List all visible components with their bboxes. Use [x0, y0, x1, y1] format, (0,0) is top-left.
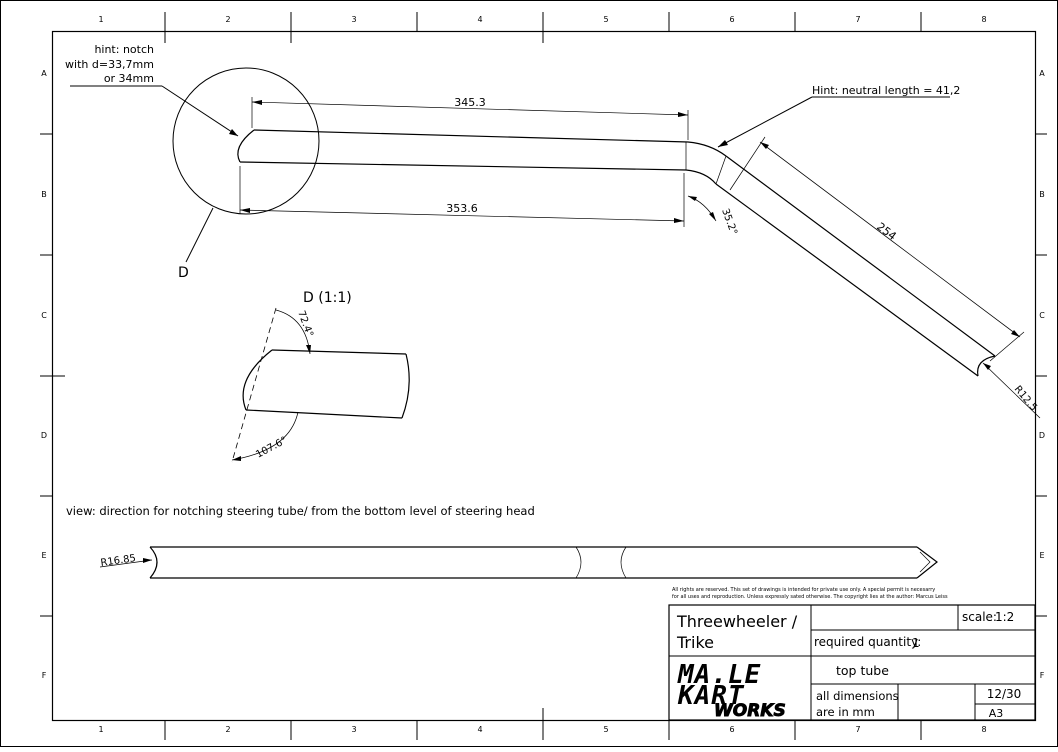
detail-circle: [172, 67, 320, 215]
svg-text:C: C: [1039, 311, 1045, 320]
svg-text:7: 7: [855, 725, 860, 734]
units-note: all dimensions are in mm: [816, 689, 899, 719]
svg-text:5: 5: [603, 725, 608, 734]
svg-text:All rights are reserved. This: All rights are reserved. This set of dra…: [672, 587, 935, 593]
view-note: view: direction for notching steering tu…: [66, 504, 535, 518]
svg-text:B: B: [41, 190, 47, 199]
svg-text:345.3: 345.3: [454, 96, 486, 109]
column-labels: 1 2 3 4 5 6 7 8 1 2 3 4 5 6 7 8: [98, 15, 986, 734]
svg-text:35.2°: 35.2°: [719, 207, 739, 236]
svg-text:are in mm: are in mm: [816, 705, 875, 719]
svg-text:D: D: [41, 431, 47, 440]
svg-text:for all uses and reproduction.: for all uses and reproduction. Unless ex…: [672, 594, 948, 600]
svg-text:WORKS: WORKS: [714, 701, 786, 721]
svg-text:72.4°: 72.4°: [295, 309, 315, 338]
svg-text:B: B: [1039, 190, 1045, 199]
dim-bottom-length: 353.6: [239, 166, 685, 227]
svg-text:4: 4: [477, 15, 482, 24]
paper-size: A3: [989, 707, 1004, 720]
hint-notch-text: hint: notch with d=33,7mm or 34mm: [65, 43, 154, 85]
column-ticks: [164, 12, 922, 740]
svg-text:4: 4: [477, 725, 482, 734]
svg-text:R16.85: R16.85: [100, 553, 137, 569]
row-ticks: [40, 133, 1047, 617]
svg-text:2: 2: [225, 15, 230, 24]
svg-text:3: 3: [351, 15, 356, 24]
svg-text:scale:: scale:: [962, 610, 997, 624]
hint-neutral-leader: Hint: neutral length = 41,2: [717, 84, 960, 148]
copyright-note: All rights are reserved. This set of dra…: [672, 587, 948, 600]
svg-text:6: 6: [729, 725, 734, 734]
svg-text:1: 1: [98, 15, 103, 24]
svg-text:R12.5: R12.5: [1012, 384, 1039, 413]
svg-text:C: C: [41, 311, 47, 320]
project-title: Threewheeler / Trike: [676, 612, 798, 652]
svg-text:6: 6: [729, 15, 734, 24]
svg-text:2: 2: [225, 725, 230, 734]
svg-text:KART: KART: [677, 681, 745, 711]
svg-text:MA.LE: MA.LE: [677, 660, 761, 690]
drawing-frame: [51, 30, 1037, 722]
detail-label: D: [178, 265, 189, 281]
row-labels: A B C D E F A B C D E F: [41, 69, 1045, 680]
svg-text:7: 7: [855, 15, 860, 24]
svg-text:8: 8: [981, 725, 986, 734]
svg-text:D: D: [1039, 431, 1045, 440]
svg-text:F: F: [42, 671, 47, 680]
svg-text:353.6: 353.6: [446, 202, 478, 215]
dim-detail-angle-bottom: 107.6°: [231, 411, 299, 461]
side-tube: [149, 546, 938, 579]
detail-leader: [185, 207, 214, 263]
svg-text:or 34mm: or 34mm: [104, 72, 154, 85]
svg-text:107.6°: 107.6°: [254, 435, 289, 461]
svg-text:F: F: [1040, 671, 1045, 680]
sheet-number: 12/30: [987, 687, 1022, 701]
svg-text:required quantity:: required quantity:: [814, 635, 921, 649]
title-block: [668, 604, 1036, 721]
dim-angled-length: 254: [729, 136, 1025, 362]
hint-notch-leader: [70, 85, 239, 137]
svg-text:5: 5: [603, 15, 608, 24]
svg-text:A: A: [41, 69, 47, 78]
detail-title: D (1:1): [303, 290, 352, 306]
detail-tube: [231, 307, 410, 463]
svg-text:A: A: [1039, 69, 1045, 78]
svg-text:all dimensions: all dimensions: [816, 689, 899, 703]
dim-detail-angle-top: 72.4°: [275, 309, 315, 355]
brand-logo: MA.LE KART WORKS: [677, 660, 786, 721]
svg-text:Trike: Trike: [676, 633, 714, 652]
svg-text:Hint: neutral length = 41,2: Hint: neutral length = 41,2: [812, 84, 960, 97]
dim-top-length: 345.3: [251, 96, 689, 140]
svg-text:1: 1: [98, 725, 103, 734]
svg-text:1:2: 1:2: [995, 610, 1014, 624]
main-tube: [237, 129, 996, 377]
svg-text:254: 254: [874, 220, 899, 243]
scale-field: scale: 1:2: [962, 610, 1014, 624]
svg-text:E: E: [41, 551, 46, 560]
quantity-field: required quantity: 1: [814, 635, 921, 650]
dim-end-radius: R12.5: [982, 362, 1041, 419]
svg-text:hint: notch: hint: notch: [94, 43, 154, 56]
dim-bend-angle: 35.2°: [687, 195, 739, 237]
svg-text:8: 8: [981, 15, 986, 24]
svg-text:1: 1: [912, 636, 920, 650]
svg-text:E: E: [1039, 551, 1044, 560]
dim-side-radius: R16.85: [100, 553, 153, 569]
svg-text:3: 3: [351, 725, 356, 734]
svg-text:Threewheeler /: Threewheeler /: [676, 612, 798, 631]
part-name: top tube: [836, 663, 889, 678]
svg-text:with d=33,7mm: with d=33,7mm: [65, 58, 154, 71]
